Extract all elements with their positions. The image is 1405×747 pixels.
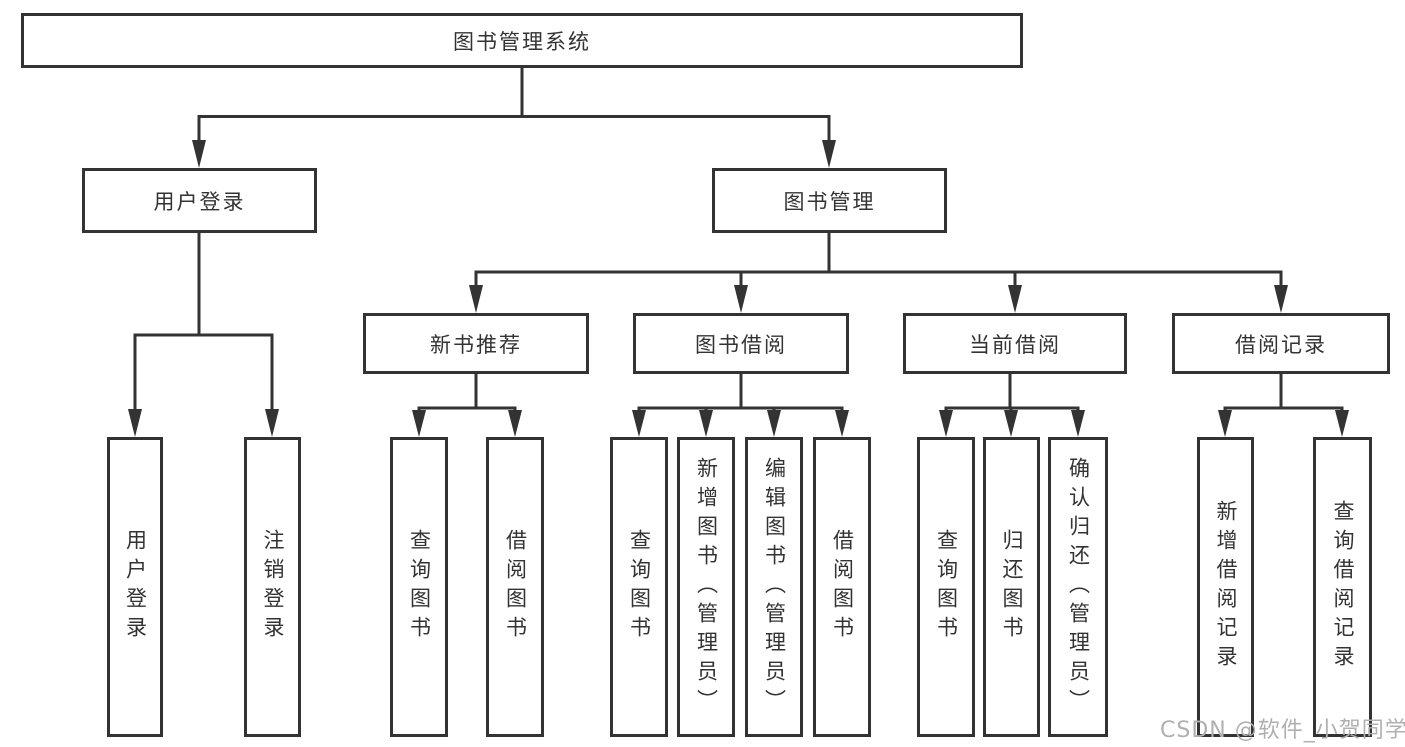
- leaf-edit-book-admin: 编辑图书（管理员）: [745, 437, 803, 737]
- leaf-query-book-current: 查询图书: [917, 437, 975, 737]
- node-library-system: 图书管理系统: [21, 13, 1023, 68]
- node-new-book-recommend: 新书推荐: [363, 313, 589, 374]
- leaf-logout-login: 注销登录: [244, 437, 301, 737]
- leaf-add-borrow-record: 新增借阅记录: [1197, 437, 1254, 737]
- node-user-login: 用户登录: [82, 168, 317, 233]
- leaf-confirm-return-admin: 确认归还（管理员）: [1048, 437, 1108, 737]
- node-book-borrow: 图书借阅: [633, 313, 849, 374]
- leaf-query-borrow-record: 查询借阅记录: [1313, 437, 1372, 737]
- node-current-borrow: 当前借阅: [903, 313, 1127, 374]
- leaf-borrow-book-recommend: 借阅图书: [486, 437, 544, 737]
- leaf-add-book-admin: 新增图书（管理员）: [677, 437, 735, 737]
- node-borrow-records: 借阅记录: [1172, 313, 1390, 374]
- node-book-management: 图书管理: [712, 168, 947, 233]
- csdn-watermark: CSDN @软件_小贺同学: [1160, 718, 1405, 743]
- leaf-return-book: 归还图书: [983, 437, 1040, 737]
- leaf-borrow-book: 借阅图书: [813, 437, 871, 737]
- leaf-query-book-recommend: 查询图书: [390, 437, 448, 737]
- leaf-query-book-borrow: 查询图书: [610, 437, 668, 737]
- leaf-user-login: 用户登录: [107, 437, 163, 737]
